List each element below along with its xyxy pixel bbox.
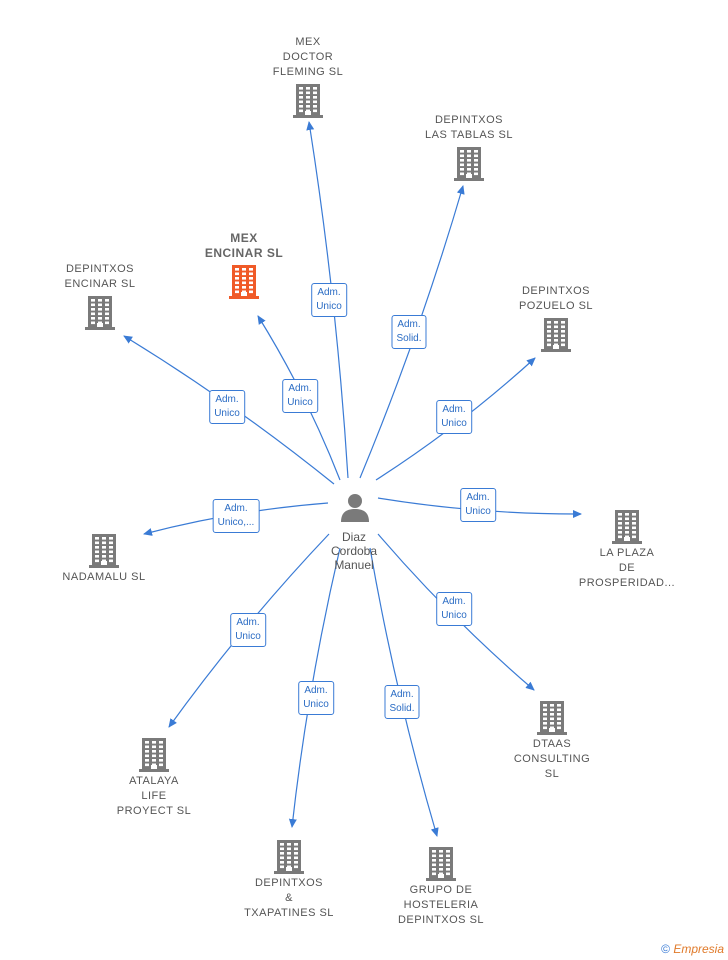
building-icon — [537, 701, 567, 735]
company-name[interactable]: GRUPO DE HOSTELERIA DEPINTXOS SL — [397, 884, 485, 926]
edge-label-las-tablas[interactable]: Adm. Solid. — [391, 315, 427, 349]
building-icon — [229, 265, 259, 299]
company-node-grupo[interactable]: GRUPO DE HOSTELERIA DEPINTXOS SL — [376, 843, 506, 928]
edge-label-dtaas[interactable]: Adm. Unico — [436, 592, 472, 626]
footer-brand: © Empresia — [661, 942, 724, 956]
company-node-mex-encinar[interactable]: MEX ENCINAR SL — [179, 231, 309, 301]
company-node-atalaya[interactable]: ATALAYA LIFE PROYECT SL — [89, 734, 219, 819]
building-icon — [89, 534, 119, 568]
company-node-depintxos-encinar[interactable]: DEPINTXOS ENCINAR SL — [35, 262, 165, 332]
company-name[interactable]: DEPINTXOS ENCINAR SL — [64, 263, 136, 290]
edge-label-atalaya[interactable]: Adm. Unico — [230, 613, 266, 647]
building-icon — [293, 84, 323, 118]
company-node-pozuelo[interactable]: DEPINTXOS POZUELO SL — [491, 284, 621, 354]
center-person-name[interactable]: Diaz Cordoba Manuel — [330, 530, 378, 572]
company-node-dtaas[interactable]: DTAAS CONSULTING SL — [487, 697, 617, 782]
company-name[interactable]: MEX ENCINAR SL — [204, 231, 284, 260]
company-name[interactable]: DTAAS CONSULTING SL — [513, 738, 591, 780]
company-name[interactable]: DEPINTXOS POZUELO SL — [518, 285, 594, 312]
edge-label-txapatines[interactable]: Adm. Unico — [298, 681, 334, 715]
company-node-nadamalu[interactable]: NADAMALU SL — [39, 530, 169, 585]
edge-label-la-plaza[interactable]: Adm. Unico — [460, 488, 496, 522]
building-icon — [139, 738, 169, 772]
building-icon — [454, 147, 484, 181]
company-node-las-tablas[interactable]: DEPINTXOS LAS TABLAS SL — [404, 113, 534, 183]
company-name[interactable]: LA PLAZA DE PROSPERIDAD... — [578, 547, 676, 589]
edge-label-pozuelo[interactable]: Adm. Unico — [436, 400, 472, 434]
building-icon — [85, 296, 115, 330]
building-icon — [426, 847, 456, 881]
edge-label-mex-doctor[interactable]: Adm. Unico — [311, 283, 347, 317]
company-node-txapatines[interactable]: DEPINTXOS & TXAPATINES SL — [224, 836, 354, 921]
building-icon — [541, 318, 571, 352]
company-name[interactable]: ATALAYA LIFE PROYECT SL — [116, 775, 192, 817]
company-name[interactable]: NADAMALU SL — [62, 571, 146, 583]
edge-label-mex-encinar[interactable]: Adm. Unico — [282, 379, 318, 413]
company-name[interactable]: DEPINTXOS & TXAPATINES SL — [244, 877, 334, 919]
company-name[interactable]: DEPINTXOS LAS TABLAS SL — [424, 114, 514, 141]
company-node-la-plaza[interactable]: LA PLAZA DE PROSPERIDAD... — [562, 506, 692, 591]
copyright-symbol: © — [661, 942, 670, 956]
edge-label-depintxos-encinar[interactable]: Adm. Unico — [209, 390, 245, 424]
brand-logo-text: Empresia — [673, 942, 724, 956]
company-name[interactable]: MEX DOCTOR FLEMING SL — [272, 36, 344, 78]
edge-label-grupo[interactable]: Adm. Solid. — [384, 685, 420, 719]
company-node-mex-doctor[interactable]: MEX DOCTOR FLEMING SL — [243, 35, 373, 120]
person-icon[interactable] — [339, 491, 371, 523]
edge-label-nadamalu[interactable]: Adm. Unico,... — [212, 499, 260, 533]
building-icon — [612, 510, 642, 544]
building-icon — [274, 840, 304, 874]
